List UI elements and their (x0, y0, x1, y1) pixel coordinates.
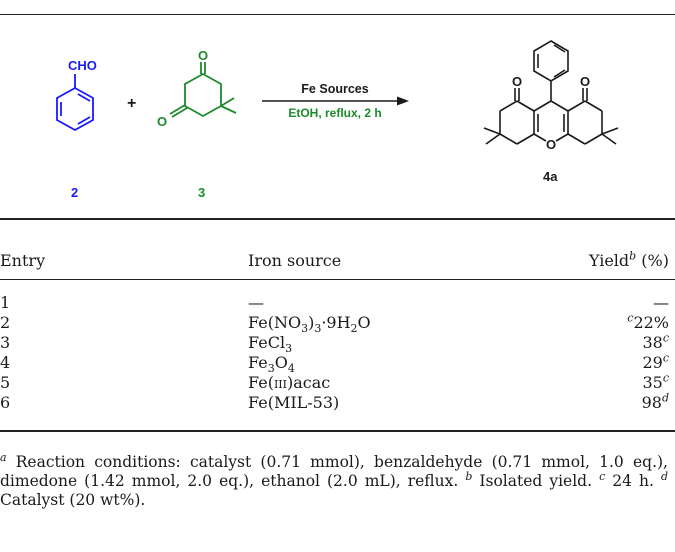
table-row-5-source: Fe(III)acac (248, 373, 331, 392)
plus-sign: + (127, 95, 136, 112)
table-footnotes: a Reaction conditions: catalyst (0.71 mm… (0, 450, 668, 510)
reaction-arrow (262, 96, 409, 106)
table-row-3-source: FeCl3 (248, 333, 293, 356)
benzaldehyde-aldehyde-label: CHO (68, 58, 97, 73)
header-rule (0, 279, 675, 280)
table-row-4-source: Fe3O4 (248, 353, 295, 376)
table-row-1-yield: — (653, 293, 669, 312)
table-row-4-entry: 4 (0, 353, 11, 372)
arrow-reagent-label: Fe Sources (301, 82, 368, 96)
table-bottom-rule (0, 430, 675, 432)
footnote-a: a Reaction conditions: catalyst (0.71 mm… (0, 450, 668, 490)
table-row-6-yield: 98d (641, 391, 669, 412)
table-row-1-source: — (248, 293, 264, 312)
table-row-2-source: Fe(NO3)3·9H2O (248, 313, 371, 336)
table-row-4-yield: 29c (642, 351, 669, 372)
footnote-b: b Isolated yield. (465, 469, 593, 490)
footnote-d: d Catalyst (20 wt%). (0, 469, 668, 509)
benzaldehyde-structure (56, 74, 94, 132)
compound-3-number: 3 (198, 185, 205, 200)
compound-4a-number: 4a (543, 169, 558, 184)
table-row-3-yield: 38c (642, 331, 669, 352)
dimedone-oxygen-left: O (157, 114, 167, 129)
footnote-c: c 24 h. (599, 469, 654, 490)
table-row-2-yield: c22% (627, 311, 669, 332)
product-oxygen-right: O (580, 74, 590, 89)
top-rule (0, 14, 675, 15)
reaction-scheme: CHO 2 + O O 3 Fe Sources EtOH, reflux, 2… (56, 40, 619, 200)
product-ring-oxygen: O (546, 137, 556, 152)
table-row-1-entry: 1 (0, 293, 11, 312)
header-entry: Entry (0, 251, 46, 270)
table-row-5-entry: 5 (0, 373, 11, 392)
table-row-3-entry: 3 (0, 333, 11, 352)
dimedone-oxygen-top: O (198, 48, 208, 63)
compound-2-number: 2 (71, 185, 78, 200)
product-oxygen-left: O (512, 74, 522, 89)
product-structure (483, 40, 619, 145)
table-row-6-entry: 6 (0, 393, 11, 412)
header-yield: Yieldb (%) (588, 249, 669, 270)
dimedone-structure (169, 62, 237, 118)
header-iron-source: Iron source (248, 251, 342, 270)
arrow-conditions-label: EtOH, reflux, 2 h (288, 106, 381, 120)
table-row-2-entry: 2 (0, 313, 11, 332)
table-top-rule (0, 218, 675, 220)
table-row-6-source: Fe(MIL-53) (248, 393, 340, 412)
table-row-5-yield: 35c (642, 371, 669, 392)
